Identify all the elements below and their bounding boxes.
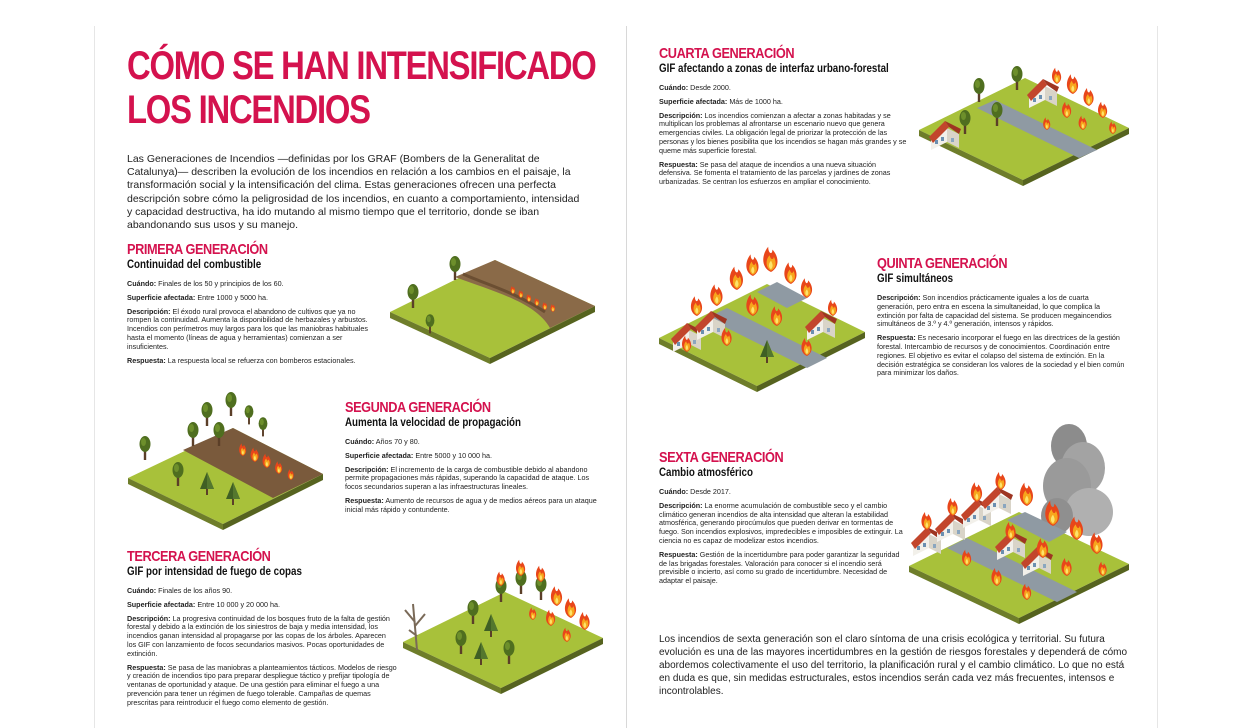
generation-title: PRIMERA GENERACIÓN — [127, 241, 268, 258]
generation-area: Superficie afectada: Entre 5000 y 10 000… — [345, 450, 493, 460]
generation-description: Descripción: La enorme acumulación de co… — [659, 500, 903, 545]
generation-subtitle: Aumenta la velocidad de propagación — [345, 417, 521, 429]
generation-title: CUARTA GENERACIÓN — [659, 45, 795, 62]
generation-when: Cuándo: Finales de los 50 y principios d… — [127, 279, 284, 288]
generation-response: Respuesta: Se pasa de las maniobras a pl… — [127, 662, 397, 707]
intro-paragraph: Las Generaciones de Incendios —definidas… — [127, 153, 580, 232]
generation-description: Descripción: Son incendios prácticamente… — [877, 293, 1112, 329]
generation-when: Cuándo: Años 70 y 80. — [345, 437, 420, 446]
page-title-line-1: CÓMO SE HAN INTENSIFICADO — [127, 44, 597, 88]
generation-4: CUARTA GENERACIÓN GIF afectando a zonas … — [659, 46, 909, 192]
generation-3-illustration — [403, 559, 603, 694]
generation-description: Descripción: El éxodo rural provoca el a… — [127, 306, 368, 351]
generation-3: TERCERA GENERACIÓN GIF por intensidad de… — [127, 549, 397, 713]
generation-4-illustration — [919, 66, 1129, 186]
generation-1: PRIMERA GENERACIÓN Continuidad del combu… — [127, 242, 377, 370]
generation-2-illustration — [128, 392, 323, 530]
generation-subtitle: Continuidad del combustible — [127, 259, 262, 271]
generation-1-illustration — [390, 256, 595, 364]
generation-2: SEGUNDA GENERACIÓN Aumenta la velocidad … — [345, 400, 600, 520]
right-page: CUARTA GENERACIÓN GIF afectando a zonas … — [626, 26, 1158, 728]
generation-subtitle: Cambio atmosférico — [659, 467, 753, 479]
generation-title: SEXTA GENERACIÓN — [659, 449, 784, 466]
generation-area: Superficie afectada: Entre 1000 y 5000 h… — [127, 292, 269, 302]
generation-subtitle: GIF afectando a zonas de interfaz urbano… — [659, 63, 889, 75]
generation-title: SEGUNDA GENERACIÓN — [345, 399, 491, 416]
generation-area: Superficie afectada: Entre 10 000 y 20 0… — [127, 599, 281, 609]
generation-response: Respuesta: Se pasa del ataque de incendi… — [659, 159, 891, 187]
generation-subtitle: GIF simultáneos — [877, 273, 954, 285]
left-page: CÓMO SE HAN INTENSIFICADO LOS INCENDIOS … — [94, 26, 624, 728]
generation-description: Descripción: La progresiva continuidad d… — [127, 613, 390, 658]
generation-6: SEXTA GENERACIÓN Cambio atmosférico Cuán… — [659, 450, 909, 591]
generation-response: Respuesta: Gestión de la incertidumbre p… — [659, 549, 900, 586]
generation-5-illustration — [659, 246, 865, 392]
generation-subtitle: GIF por intensidad de fuego de copas — [127, 566, 302, 578]
generation-description: Descripción: Los incendios comienzan a a… — [659, 110, 907, 155]
generation-title: TERCERA GENERACIÓN — [127, 548, 271, 565]
generation-when: Cuándo: Desde 2017. — [659, 487, 731, 496]
generation-response: Respuesta: Es necesario incorporar el fu… — [877, 333, 1125, 378]
generation-when: Cuándo: Finales de los años 90. — [127, 586, 233, 595]
generation-when: Cuándo: Desde 2000. — [659, 83, 731, 92]
closing-paragraph: Los incendios de sexta generación son el… — [659, 634, 1128, 697]
page-title: CÓMO SE HAN INTENSIFICADO LOS INCENDIOS — [127, 44, 597, 132]
generation-response: Respuesta: Aumento de recursos de agua y… — [345, 495, 597, 514]
generation-title: QUINTA GENERACIÓN — [877, 255, 1008, 272]
generation-description: Descripción: El incremento de la carga d… — [345, 464, 590, 492]
generation-area: Superficie afectada: Más de 1000 ha. — [659, 96, 783, 106]
page-title-line-2: LOS INCENDIOS — [127, 88, 371, 132]
generation-6-illustration — [909, 424, 1129, 624]
generation-5: QUINTA GENERACIÓN GIF simultáneos Descri… — [877, 256, 1127, 383]
generation-response: Respuesta: La respuesta local se refuerz… — [127, 355, 356, 365]
